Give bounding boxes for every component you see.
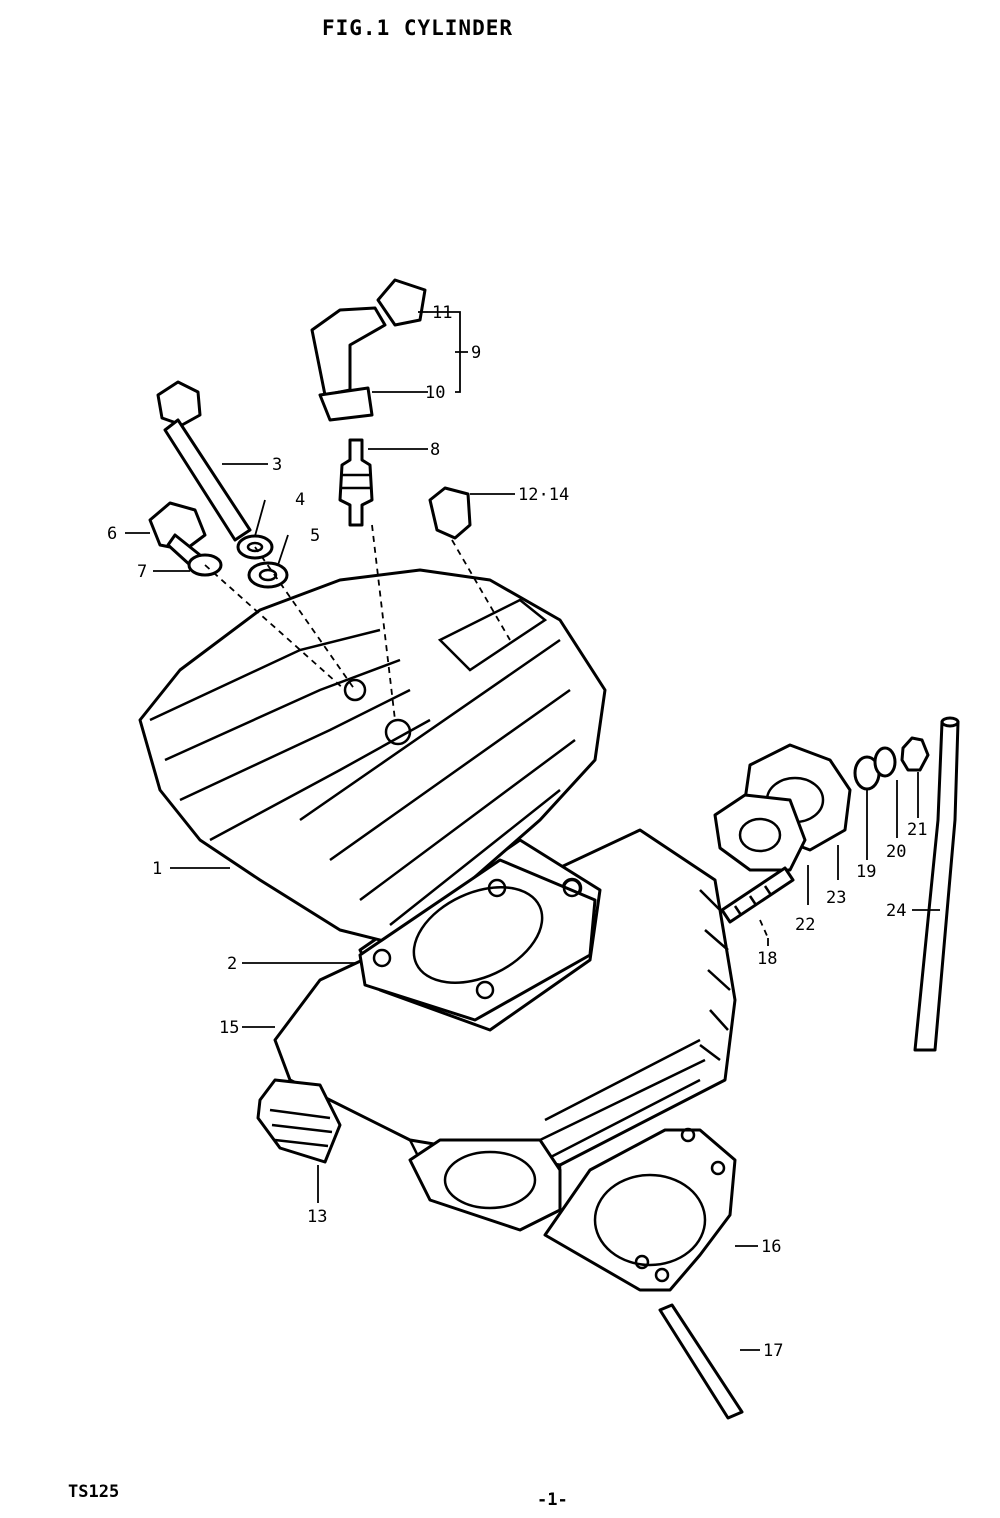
callout-13: 13 [307,1207,327,1227]
washer-5 [247,561,289,589]
figure-title: FIG.1 CYLINDER [322,16,514,40]
callout-23: 23 [826,888,846,908]
callout-5: 5 [310,526,320,546]
head-gasket [358,858,597,1022]
stud-18 [720,866,795,924]
callout-8: 8 [430,440,440,460]
rubber-cap-12-14 [428,486,472,540]
callout-4: 4 [295,490,305,510]
nut-21 [900,736,930,772]
callout-19: 19 [856,862,876,882]
callout-15: 15 [219,1018,239,1038]
callout-1: 1 [152,859,162,879]
callout-20: 20 [886,842,906,862]
callout-12-14: 12·14 [518,485,569,505]
base-gasket [543,1127,737,1292]
callout-18: 18 [757,949,777,969]
callout-17: 17 [763,1341,783,1361]
callout-24: 24 [886,901,906,921]
spark-plug [338,438,374,527]
callout-9: 9 [471,343,481,363]
reed-block-13 [256,1078,342,1164]
callout-11: 11 [432,303,452,323]
cylinder-head [138,568,607,947]
callout-21: 21 [907,820,927,840]
callout-2: 2 [227,954,237,974]
callout-7: 7 [137,562,147,582]
callout-22: 22 [795,915,815,935]
hose-24 [913,716,960,1052]
temp-gauge-plug-bolt [156,380,252,542]
model-code: TS125 [68,1482,120,1502]
exhaust-gasket-22 [713,793,807,872]
washer-20 [873,746,897,778]
callout-3: 3 [272,455,282,475]
plug-cap [310,278,427,422]
stud-17 [658,1303,744,1420]
callout-10: 10 [425,383,445,403]
page-number: -1- [537,1490,568,1510]
callout-6: 6 [107,524,117,544]
callout-16: 16 [761,1237,781,1257]
